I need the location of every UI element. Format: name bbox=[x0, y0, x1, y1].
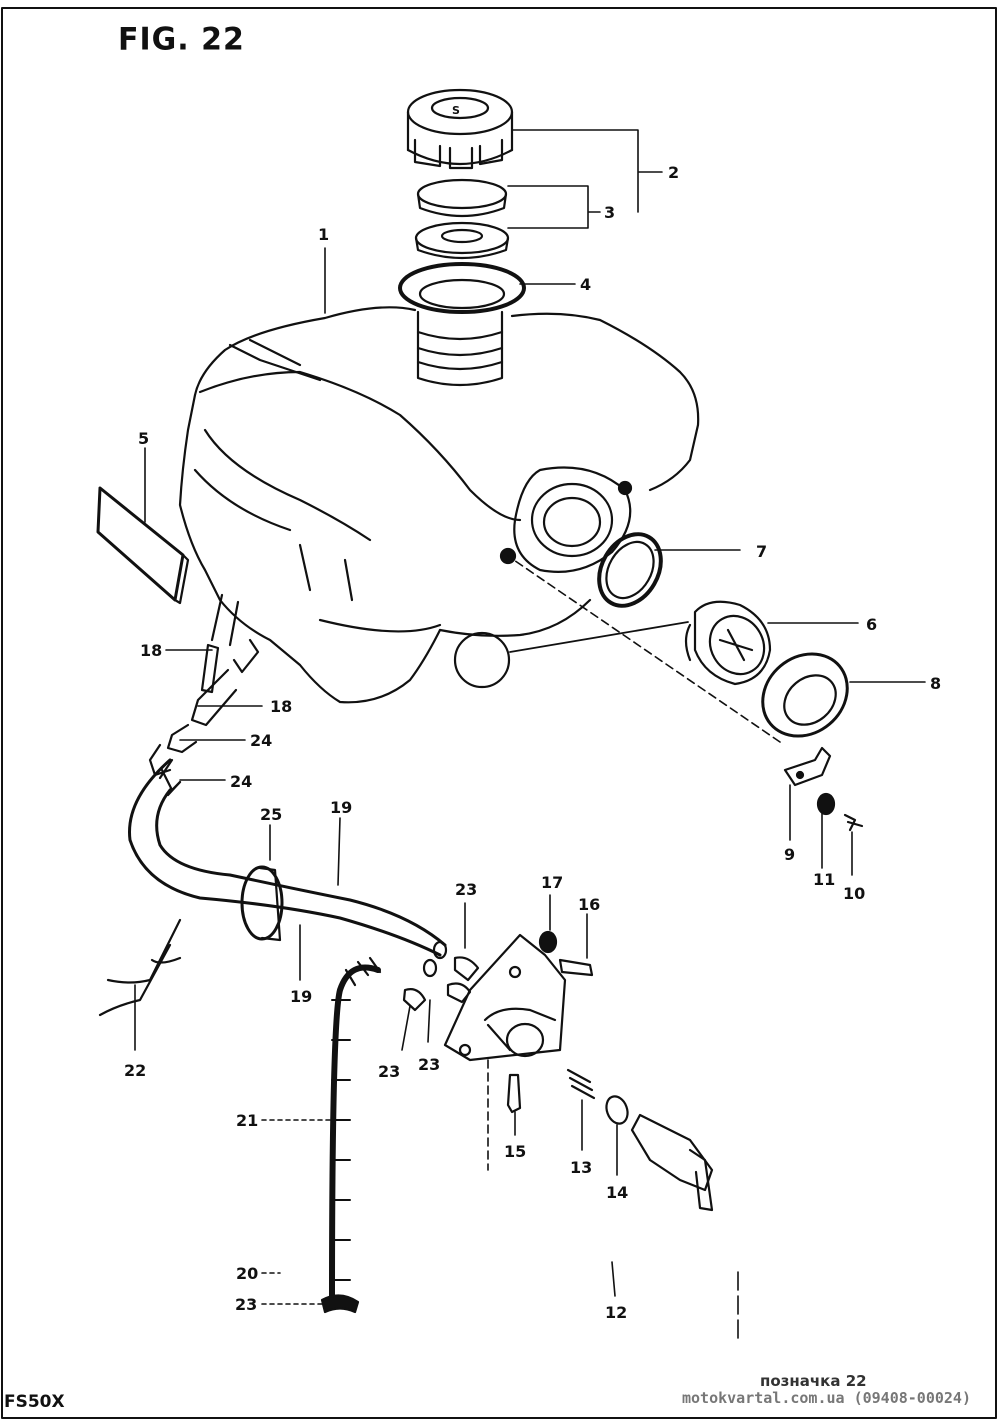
callout-23-top: 23 bbox=[455, 880, 477, 899]
fuel-hoses bbox=[128, 758, 448, 978]
callout-14: 14 bbox=[606, 1183, 628, 1202]
hose-clips bbox=[402, 956, 480, 1012]
callout-10: 10 bbox=[843, 884, 865, 903]
callout-4: 4 bbox=[580, 275, 591, 294]
callout-19-lower: 19 bbox=[290, 987, 312, 1006]
bracket-hardware bbox=[783, 746, 864, 832]
callout-19-upper: 19 bbox=[330, 798, 352, 817]
figure-caption: позначка 22 bbox=[760, 1372, 867, 1390]
o-ring-14 bbox=[605, 1095, 629, 1125]
fuel-tank bbox=[178, 306, 700, 704]
fuel-cap: S bbox=[406, 88, 514, 170]
callout-22: 22 bbox=[124, 1061, 146, 1080]
callout-1: 1 bbox=[318, 225, 329, 244]
callout-23-bottom: 23 bbox=[235, 1295, 257, 1314]
fuel-gauge-unit bbox=[453, 600, 772, 689]
frame-border bbox=[1, 7, 997, 1419]
source-watermark: motokvartal.com.ua (09408-00024) bbox=[682, 1389, 971, 1407]
callout-20: 20 bbox=[236, 1264, 258, 1283]
callout-23-left: 23 bbox=[378, 1062, 400, 1081]
callout-24-lower: 24 bbox=[230, 772, 252, 791]
gauge-grommet bbox=[761, 652, 849, 738]
model-code: FS50X bbox=[4, 1392, 65, 1412]
callout-25: 25 bbox=[260, 805, 282, 824]
callout-5: 5 bbox=[138, 429, 149, 448]
cap-gaskets bbox=[414, 178, 510, 260]
spring-hose bbox=[329, 956, 382, 1303]
filler-ring bbox=[398, 262, 526, 314]
callout-3: 3 bbox=[604, 203, 615, 222]
callout-15: 15 bbox=[504, 1142, 526, 1161]
wire-clip bbox=[98, 918, 182, 1017]
callout-11: 11 bbox=[813, 870, 835, 889]
gauge-gasket bbox=[597, 532, 663, 608]
callout-7: 7 bbox=[756, 542, 767, 561]
callout-2: 2 bbox=[668, 163, 679, 182]
callout-18-upper: 18 bbox=[140, 641, 162, 660]
callout-18-lower: 18 bbox=[270, 697, 292, 716]
screw-15 bbox=[506, 1073, 522, 1114]
callout-12: 12 bbox=[605, 1303, 627, 1322]
callout-24-upper: 24 bbox=[250, 731, 272, 750]
callout-23-mid: 23 bbox=[418, 1055, 440, 1074]
label-pad bbox=[96, 486, 190, 605]
callout-9: 9 bbox=[784, 845, 795, 864]
callout-17: 17 bbox=[541, 873, 563, 892]
spring-13 bbox=[566, 1068, 596, 1100]
callout-13: 13 bbox=[570, 1158, 592, 1177]
bottom-clip bbox=[320, 1294, 360, 1314]
leader-lines bbox=[134, 129, 926, 1343]
callout-16: 16 bbox=[578, 895, 600, 914]
callout-8: 8 bbox=[930, 674, 941, 693]
fuel-cock bbox=[443, 930, 594, 1062]
figure-title: FIG. 22 bbox=[118, 21, 245, 58]
callout-21: 21 bbox=[236, 1111, 258, 1130]
callout-6: 6 bbox=[866, 615, 877, 634]
svg-text:S: S bbox=[452, 104, 460, 117]
callout-labels: 1 2 3 4 5 6 7 8 9 10 11 12 13 14 15 16 1… bbox=[124, 163, 941, 1322]
cock-lever bbox=[630, 1113, 714, 1212]
